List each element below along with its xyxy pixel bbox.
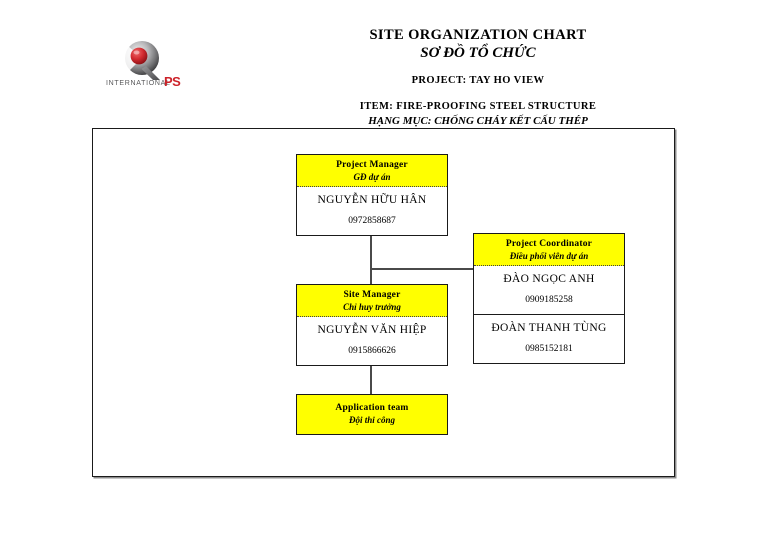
item-line-en: ITEM: FIRE-PROOFING STEEL STRUCTURE [359,101,597,112]
node-person-row: ĐOÀN THANH TÙNG 0985152181 [474,314,624,363]
node-title-vi: Đội thi công [348,415,395,425]
person-phone: 0915866626 [348,346,396,356]
node-person-row: NGUYỄN HỮU HÂN 0972858687 [297,187,447,235]
node-person-row: ĐÀO NGỌC ANH 0909185258 [474,266,624,314]
logo-wordmark-right: PS [164,74,181,89]
title-block: SITE ORGANIZATION CHART SƠ ĐỒ TỔ CHỨC PR… [188,27,768,129]
person-name: ĐOÀN THANH TÙNG [491,322,607,334]
main-title-vi: SƠ ĐỒ TỔ CHỨC [420,45,536,61]
person-phone: 0985152181 [525,344,573,354]
node-header: Project Manager GĐ dự án [297,155,447,187]
node-title-en: Application team [335,403,409,413]
document-header: INTERNATIONAL PS SITE ORGANIZATION CHART… [0,0,768,128]
person-name: NGUYỄN HỮU HÂN [317,194,427,206]
node-project-manager[interactable]: Project Manager GĐ dự án NGUYỄN HỮU HÂN … [296,154,448,236]
person-name: ĐÀO NGỌC ANH [503,273,595,285]
company-logo: INTERNATIONAL PS [104,36,196,92]
connector-sm-to-app [370,363,372,394]
node-title-en: Site Manager [343,290,401,300]
logo-wordmark-left: INTERNATIONAL [106,80,171,87]
node-header: Site Manager Chỉ huy trưởng [297,285,447,317]
connector-pm-to-sm [370,233,372,284]
person-phone: 0909185258 [525,295,573,305]
node-title-vi: Điều phối viên dự án [509,251,589,261]
node-person-row: NGUYỄN VĂN HIỆP 0915866626 [297,317,447,365]
node-title-vi: GĐ dự án [353,172,391,182]
node-application-team[interactable]: Application team Đội thi công [296,394,448,435]
node-project-coordinator[interactable]: Project Coordinator Điều phối viên dự án… [473,233,625,364]
node-header: Application team Đội thi công [297,395,447,434]
node-title-en: Project Manager [336,160,408,170]
project-line: PROJECT: TAY HO VIEW [411,75,545,86]
person-name: NGUYỄN VĂN HIỆP [317,324,427,336]
node-site-manager[interactable]: Site Manager Chỉ huy trưởng NGUYỄN VĂN H… [296,284,448,366]
node-title-en: Project Coordinator [505,239,593,249]
node-header: Project Coordinator Điều phối viên dự án [474,234,624,266]
main-title-en: SITE ORGANIZATION CHART [369,27,587,43]
connector-pm-to-pc [370,268,474,270]
person-phone: 0972858687 [348,216,396,226]
node-title-vi: Chỉ huy trưởng [343,302,401,312]
org-chart-frame: Project Manager GĐ dự án NGUYỄN HỮU HÂN … [92,128,675,477]
ips-globe-logo-icon: INTERNATIONAL PS [106,41,182,89]
item-line-vi: HẠNG MỤC: CHỐNG CHÁY KẾT CẤU THÉP [368,115,588,127]
